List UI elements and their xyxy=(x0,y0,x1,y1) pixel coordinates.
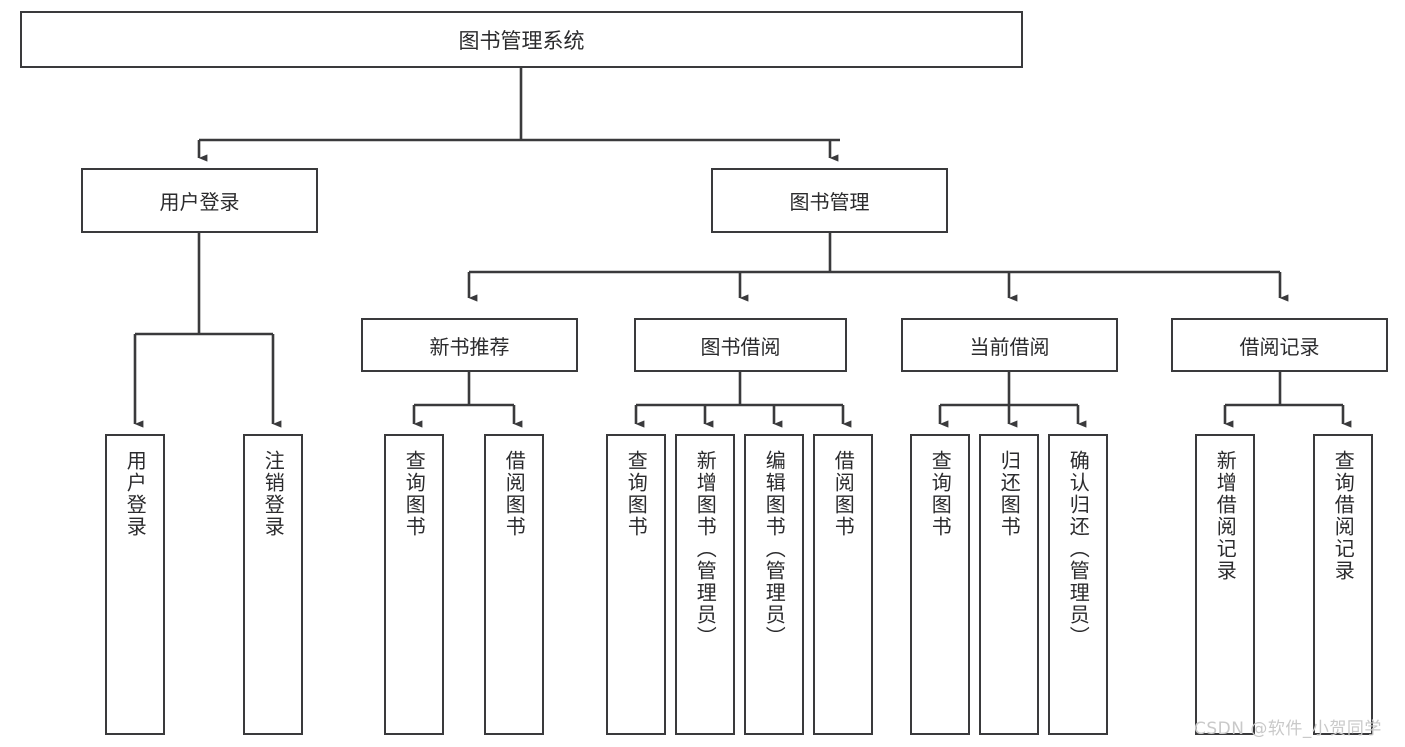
leaf-query-book-current[interactable]: 查询图书 xyxy=(910,434,970,735)
node-book-management[interactable]: 图书管理 xyxy=(711,168,948,233)
node-label: 图书管理系统 xyxy=(458,28,585,53)
leaf-borrow-book[interactable]: 借阅图书 xyxy=(813,434,873,735)
leaf-label: 归还图书 xyxy=(997,450,1022,538)
leaf-label: 编辑图书（管理员） xyxy=(762,450,787,648)
leaf-add-book-admin[interactable]: 新增图书（管理员） xyxy=(675,434,735,735)
leaf-label: 注销登录 xyxy=(261,450,286,538)
node-current-borrow[interactable]: 当前借阅 xyxy=(901,318,1118,372)
leaf-edit-book-admin[interactable]: 编辑图书（管理员） xyxy=(744,434,804,735)
leaf-label: 确认归还（管理员） xyxy=(1066,450,1091,648)
node-book-borrow[interactable]: 图书借阅 xyxy=(634,318,847,372)
leaf-label: 用户登录 xyxy=(123,450,148,538)
leaf-label: 新增图书（管理员） xyxy=(693,450,718,648)
leaf-query-book-borrow[interactable]: 查询图书 xyxy=(606,434,666,735)
leaf-label: 借阅图书 xyxy=(502,450,527,538)
node-label: 新书推荐 xyxy=(429,334,510,359)
leaf-label: 查询图书 xyxy=(928,450,953,538)
leaf-label: 借阅图书 xyxy=(831,450,856,538)
node-label: 借阅记录 xyxy=(1239,334,1320,359)
leaf-label: 查询借阅记录 xyxy=(1331,450,1356,582)
node-user-login[interactable]: 用户登录 xyxy=(81,168,318,233)
node-book-management-system[interactable]: 图书管理系统 xyxy=(20,11,1023,68)
node-borrow-record[interactable]: 借阅记录 xyxy=(1171,318,1388,372)
leaf-label: 查询图书 xyxy=(624,450,649,538)
leaf-add-borrow-record[interactable]: 新增借阅记录 xyxy=(1195,434,1255,735)
leaf-borrow-book-new[interactable]: 借阅图书 xyxy=(484,434,544,735)
leaf-label: 新增借阅记录 xyxy=(1213,450,1238,582)
leaf-query-borrow-record[interactable]: 查询借阅记录 xyxy=(1313,434,1373,735)
node-label: 用户登录 xyxy=(159,190,240,214)
leaf-confirm-return-admin[interactable]: 确认归还（管理员） xyxy=(1048,434,1108,735)
leaf-query-book-new[interactable]: 查询图书 xyxy=(384,434,444,735)
leaf-logout[interactable]: 注销登录 xyxy=(243,434,303,735)
node-label: 图书管理 xyxy=(789,190,870,214)
leaf-user-login[interactable]: 用户登录 xyxy=(105,434,165,735)
leaf-label: 查询图书 xyxy=(402,450,427,538)
node-label: 图书借阅 xyxy=(700,334,781,359)
node-new-book-recommend[interactable]: 新书推荐 xyxy=(361,318,578,372)
node-label: 当前借阅 xyxy=(969,334,1050,359)
leaf-return-book[interactable]: 归还图书 xyxy=(979,434,1039,735)
